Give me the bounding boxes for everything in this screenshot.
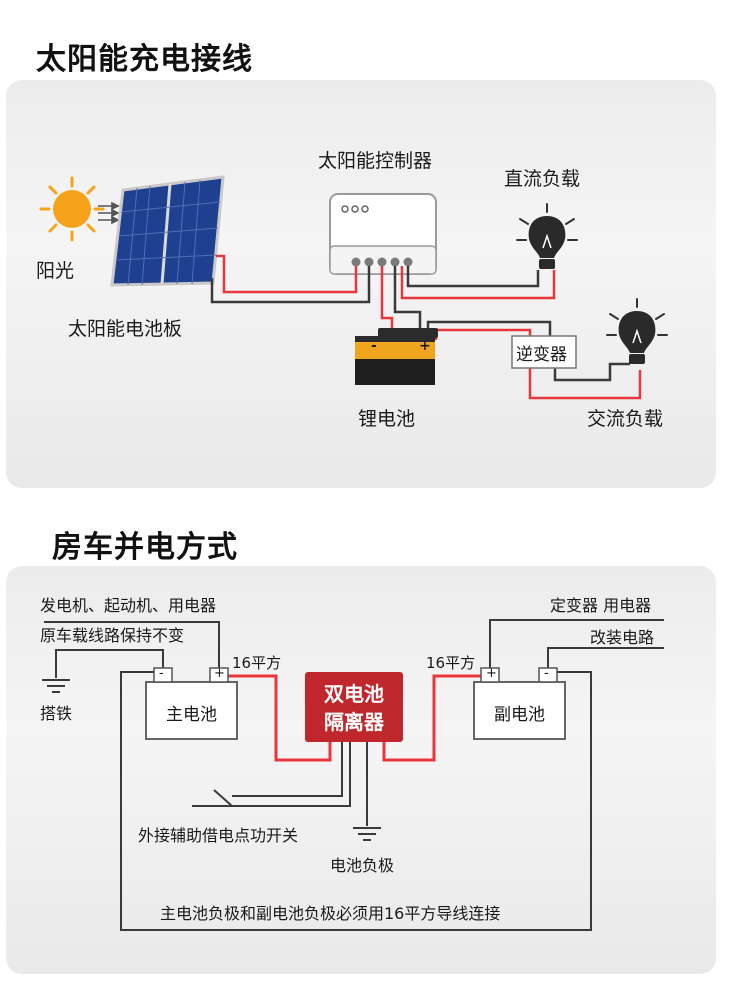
bulb-icon: [606, 298, 668, 364]
aux-pos-terminal: +: [486, 666, 497, 681]
section-title-solar: 太阳能充电接线: [36, 42, 253, 77]
sunlight-arrows: [98, 201, 120, 225]
main-battery-box: [145, 667, 238, 740]
original-wiring-label: 原车载线路保持不变: [40, 626, 185, 645]
isolator-wires: [44, 619, 664, 931]
isolator-box: [305, 672, 403, 742]
ground-icon: [42, 679, 70, 693]
solar-panel-icon: [110, 175, 225, 287]
lithium-battery-label: 锂电池: [358, 408, 416, 430]
fixed-devices-label: 定变器 用电器: [550, 596, 652, 615]
ground-label: 搭铁: [40, 704, 73, 723]
aux-battery-label: 副电池: [494, 705, 545, 725]
controller-label: 太阳能控制器: [318, 150, 433, 172]
battery-neg-terminal: -: [371, 338, 377, 354]
controller-icon: [329, 193, 437, 275]
ground-icon: [353, 827, 381, 841]
inverter-box: [511, 335, 577, 369]
aux-neg-terminal: -: [544, 666, 549, 681]
battery-negative-label: 电池负极: [330, 856, 395, 875]
sun-icon: [39, 176, 105, 242]
external-switch-label: 外接辅助借电点功开关: [138, 826, 299, 845]
dc-load-label: 直流负载: [504, 168, 581, 190]
wiring-note: 主电池负极和副电池负极必须用16平方导线连接: [160, 904, 501, 923]
switch-icon: [192, 789, 233, 807]
inverter-label: 逆变器: [516, 345, 567, 365]
main-pos-terminal: +: [214, 666, 225, 681]
generator-devices-label: 发电机、起动机、用电器: [40, 596, 217, 615]
main-battery-label: 主电池: [166, 705, 217, 725]
bulb-icon: [516, 203, 578, 269]
wire-gauge-left: 16平方: [232, 654, 282, 672]
section-title-rv: 房车并电方式: [52, 530, 238, 565]
main-neg-terminal: -: [159, 666, 164, 681]
wire-gauge-right: 16平方: [426, 654, 476, 672]
solar-wires: [210, 254, 642, 400]
ac-load-label: 交流负载: [587, 408, 664, 430]
battery-pos-terminal: +: [419, 338, 431, 354]
aux-battery-box: [473, 667, 566, 740]
modified-circuit-label: 改装电路: [590, 628, 655, 647]
isolator-label-1: 双电池: [324, 682, 384, 706]
battery-icon: [355, 328, 438, 385]
sunlight-label: 阳光: [36, 260, 75, 282]
solar-panel-label: 太阳能电池板: [68, 318, 183, 340]
isolator-label-2: 隔离器: [324, 710, 384, 734]
